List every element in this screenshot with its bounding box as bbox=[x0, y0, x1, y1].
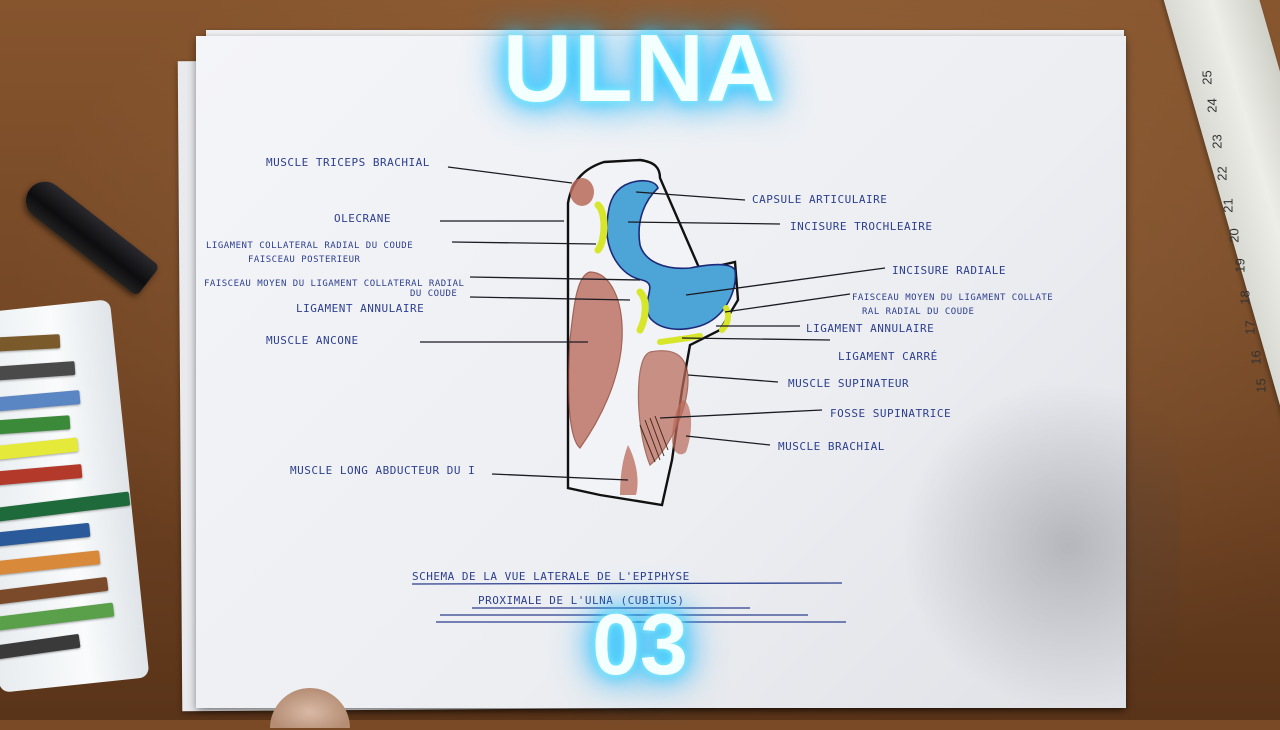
ligament-posterior bbox=[594, 201, 608, 254]
label-fosse: FOSSE SUPINATRICE bbox=[830, 407, 951, 420]
caption-underline bbox=[411, 582, 843, 585]
muscle-ancone bbox=[567, 271, 623, 449]
leader-line bbox=[469, 276, 641, 281]
label-supinateur: MUSCLE SUPINATEUR bbox=[788, 377, 909, 390]
leader-line bbox=[451, 241, 597, 245]
caption-line-2: PROXIMALE DE L'ULNA (CUBITUS) bbox=[478, 594, 685, 607]
leader-line bbox=[687, 374, 779, 383]
leader-line bbox=[685, 435, 771, 446]
label-faisceau-right-2: RAL RADIAL DU COUDE bbox=[862, 307, 974, 317]
muscle-brachial bbox=[672, 400, 692, 455]
label-carre: LIGAMENT CARRÉ bbox=[838, 350, 938, 363]
label-faisceau-moyen: FAISCEAU MOYEN DU LIGAMENT COLLATERAL RA… bbox=[204, 279, 464, 289]
ligament-moyen-right bbox=[719, 305, 732, 333]
label-faisceau-right: FAISCEAU MOYEN DU LIGAMENT COLLATE bbox=[852, 293, 1053, 303]
muscle-triceps bbox=[570, 178, 594, 206]
label-ancone: MUSCLE ANCONE bbox=[266, 334, 359, 347]
label-radiale: INCISURE RADIALE bbox=[892, 264, 1006, 277]
caption-line-1: SCHEMA DE LA VUE LATERALE DE L'EPIPHYSE bbox=[412, 570, 690, 583]
label-capsule: CAPSULE ARTICULAIRE bbox=[752, 193, 887, 206]
episode-number: 03 bbox=[592, 597, 688, 693]
label-ligament-posterior-2: FAISCEAU POSTERIEUR bbox=[248, 255, 361, 265]
leader-line bbox=[491, 473, 629, 481]
label-annulaire-left: LIGAMENT ANNULAIRE bbox=[296, 302, 424, 315]
label-olecrane: OLECRANE bbox=[334, 212, 391, 225]
label-brachial: MUSCLE BRACHIAL bbox=[778, 440, 885, 453]
muscle-long-abducteur bbox=[620, 445, 638, 495]
fosse-supinatrice-hatch bbox=[639, 415, 669, 463]
ligament-moyen-left bbox=[636, 288, 649, 334]
ligament-carre bbox=[657, 333, 703, 345]
label-ligament-posterior: LIGAMENT COLLATERAL RADIAL DU COUDE bbox=[206, 241, 413, 251]
leader-line bbox=[635, 191, 746, 201]
leader-line bbox=[659, 409, 823, 419]
label-faisceau-moyen-2: DU COUDE bbox=[410, 289, 457, 299]
leader-line bbox=[681, 337, 831, 341]
label-trochleaire: INCISURE TROCHLEAIRE bbox=[790, 220, 932, 233]
leader-line bbox=[627, 221, 781, 225]
leader-line bbox=[469, 296, 631, 301]
leader-line bbox=[685, 267, 886, 296]
label-long-abducteur: MUSCLE LONG ABDUCTEUR DU I bbox=[290, 464, 475, 477]
leader-line bbox=[724, 293, 851, 313]
label-annulaire-right: LIGAMENT ANNULAIRE bbox=[806, 322, 934, 335]
label-triceps: MUSCLE TRICEPS BRACHIAL bbox=[266, 156, 430, 169]
leader-line bbox=[447, 166, 573, 184]
hand-shadow bbox=[900, 380, 1180, 710]
title-ulna: ULNA bbox=[502, 15, 778, 122]
